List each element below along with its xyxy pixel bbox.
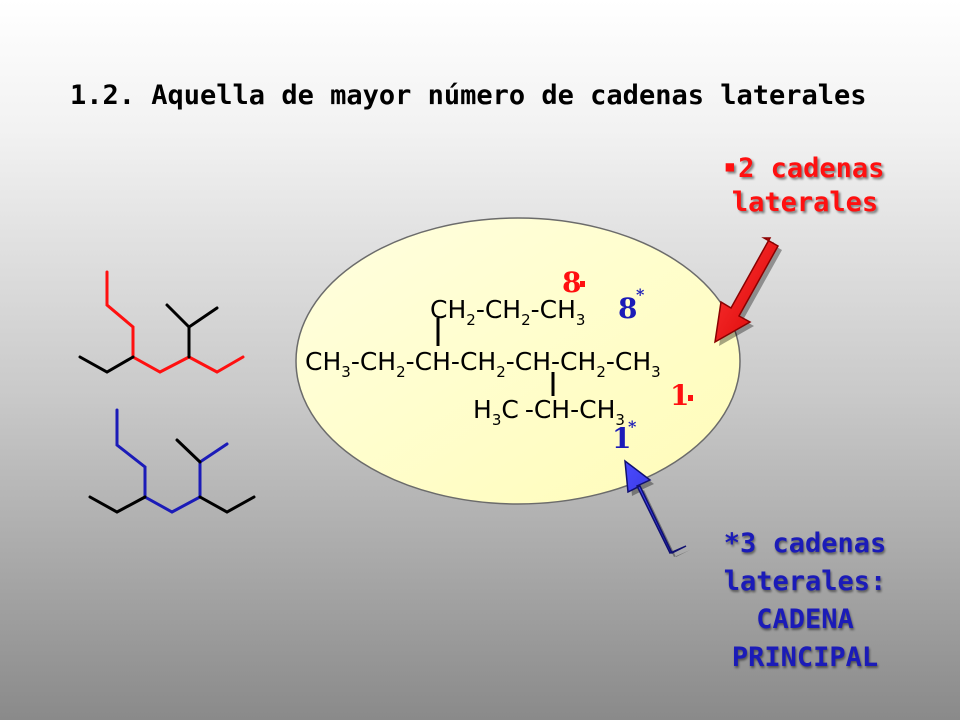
label-blue-8-star: *	[636, 285, 645, 304]
label-blue-1: 1	[612, 422, 631, 455]
skeleton-red-right-twig	[165, 303, 191, 329]
label-red-1: 1	[670, 379, 689, 412]
formula-lower-branch: H3C-CH-CH3	[473, 395, 625, 429]
note-red-line1: 2 cadenas	[738, 153, 885, 184]
skeleton-red-left-branch	[78, 355, 135, 374]
skeleton-red-chain	[105, 270, 245, 374]
skeleton-red	[78, 270, 245, 374]
skeleton-red-right-branch	[187, 306, 219, 359]
label-red-8-dot	[580, 281, 585, 287]
skeleton-blue-right-twig	[175, 438, 202, 464]
slide-title: 1.2. Aquella de mayor número de cadenas …	[70, 80, 867, 111]
highlight-ellipse	[295, 217, 741, 505]
label-red-8: 8	[562, 266, 581, 299]
skeleton-blue	[88, 408, 256, 514]
note-blue-line1: *3 cadenas	[723, 528, 887, 559]
label-red-1-dot	[688, 395, 693, 401]
note-red-bullet: ■	[725, 159, 735, 175]
formula-main-chain: CH3-CH2-CH-CH2-CH-CH2-CH3	[305, 347, 661, 381]
note-blue-line4: PRINCIPAL	[731, 642, 879, 673]
red-arrow	[714, 237, 782, 346]
note-blue-line3: CADENA	[756, 604, 854, 635]
note-blue-line2: laterales:	[723, 566, 887, 597]
blue-arrow	[624, 459, 690, 557]
note-two-side-chains: ■2 cadenas laterales	[680, 150, 930, 220]
note-red-line2: laterales	[731, 187, 879, 218]
label-blue-8: 8	[618, 292, 637, 325]
label-blue-1-star: *	[628, 417, 637, 436]
skeleton-blue-chain	[115, 408, 229, 514]
note-three-side-chains: *3 cadenas laterales: CADENA PRINCIPAL	[680, 525, 930, 677]
skeleton-blue-right-branch	[198, 495, 256, 514]
formula-upper-branch: CH2-CH2-CH3	[430, 295, 585, 329]
skeleton-blue-left-branch	[88, 495, 147, 514]
